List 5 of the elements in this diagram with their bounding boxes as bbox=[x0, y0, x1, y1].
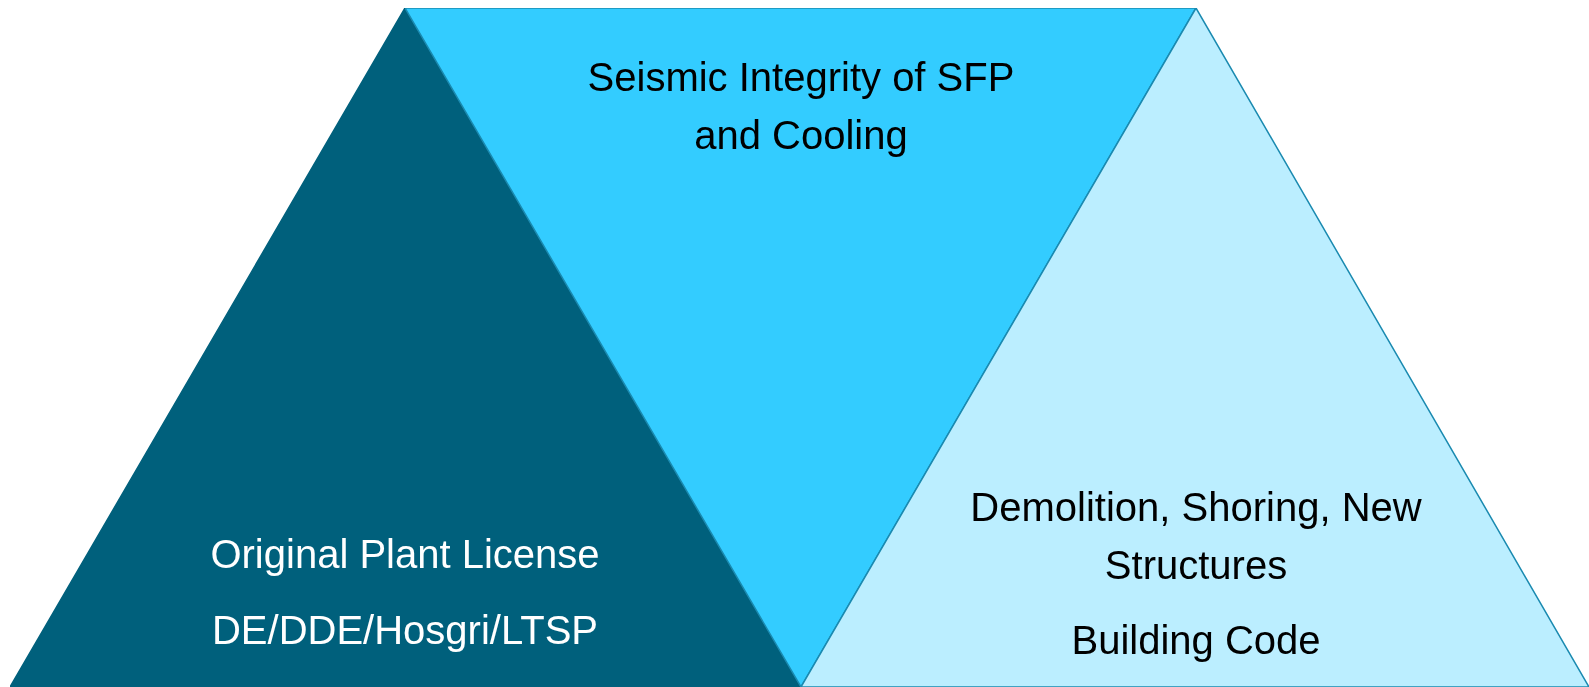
triangle-label: Original Plant License bbox=[209, 531, 601, 578]
triangle-label: Demolition, Shoring, New Structures bbox=[969, 484, 1423, 589]
triangle-label: Seismic Integrity of SFP and Cooling bbox=[586, 54, 1016, 159]
triangle-label: DE/DDE/Hosgri/LTSP bbox=[211, 607, 599, 654]
triangle-label: Building Code bbox=[1070, 617, 1322, 664]
